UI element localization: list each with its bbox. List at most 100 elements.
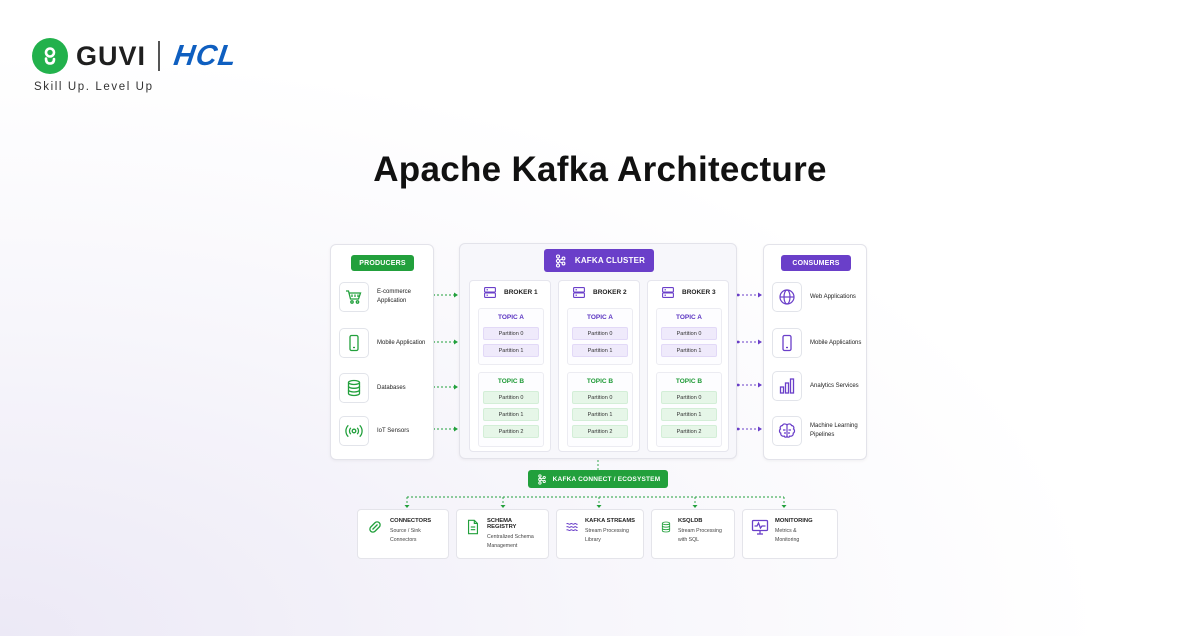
producer-label: IoT Sensors <box>377 427 410 434</box>
monitor-icon <box>751 519 769 535</box>
broker-name: BROKER 1 <box>504 288 538 296</box>
producer-label: Mobile Application <box>377 339 426 346</box>
topic-name: TOPIC B <box>586 378 614 385</box>
partition: Partition 0 <box>483 391 539 404</box>
producers-panel: PRODUCERS E-commerce Application Mobile … <box>330 244 434 460</box>
waves-icon <box>566 522 578 532</box>
producer-label: Databases <box>377 384 406 391</box>
globe-icon <box>772 282 802 312</box>
partition: Partition 0 <box>661 391 717 404</box>
mobile-phone-icon <box>772 328 802 358</box>
partition: Partition 1 <box>483 408 539 421</box>
broker-header: BROKER 1 <box>470 281 550 303</box>
consumer-item: Analytics Services <box>772 371 870 401</box>
topic-block: TOPIC A Partition 0 Partition 1 <box>656 308 722 365</box>
kafka-architecture-diagram: PRODUCERS E-commerce Application Mobile … <box>330 240 870 570</box>
shopping-cart-icon <box>339 282 369 312</box>
page-title: Apache Kafka Architecture <box>373 150 827 189</box>
ecosystem-desc: Stream Processing with SQL <box>678 528 722 543</box>
partition: Partition 0 <box>572 391 628 404</box>
ecosystem-desc: Stream Processing Library <box>585 528 629 543</box>
ecosystem-desc: Metrics & Monitoring <box>775 528 800 543</box>
consumer-label: Mobile Applications <box>810 339 862 346</box>
producer-item: E-commerce Application <box>339 282 437 312</box>
broker-name: BROKER 2 <box>593 288 627 296</box>
ecosystem-label: KAFKA CONNECT / ECOSYSTEM <box>528 470 668 488</box>
partition: Partition 1 <box>661 408 717 421</box>
producer-item: IoT Sensors <box>339 416 437 446</box>
partition: Partition 1 <box>483 344 539 357</box>
brain-icon <box>772 416 802 446</box>
topic-name: TOPIC B <box>497 378 525 385</box>
partition: Partition 1 <box>661 344 717 357</box>
consumer-label: Machine Learning Pipelines <box>810 423 858 438</box>
ecosystem-card: KAFKA STREAMS Stream Processing Library <box>556 509 644 559</box>
consumers-label: CONSUMERS <box>781 255 851 271</box>
topic-name: TOPIC B <box>675 378 703 385</box>
producers-label: PRODUCERS <box>351 255 414 271</box>
consumer-label: Analytics Services <box>810 382 859 389</box>
guvi-wordmark: GUVI <box>76 40 147 71</box>
broker-card: BROKER 2 TOPIC A Partition 0 Partition 1… <box>558 280 640 452</box>
bar-chart-icon <box>772 371 802 401</box>
ecosystem-card: KSQLDB Stream Processing with SQL <box>651 509 735 559</box>
broker-header: BROKER 2 <box>559 281 639 303</box>
consumer-label: Web Applications <box>810 293 856 300</box>
server-icon <box>573 286 585 298</box>
partition: Partition 0 <box>572 327 628 340</box>
topic-name: TOPIC A <box>586 314 613 321</box>
producer-item: Mobile Application <box>339 328 437 358</box>
topic-block: TOPIC B Partition 0 Partition 1 Partitio… <box>567 372 633 447</box>
partition: Partition 2 <box>483 425 539 438</box>
brand-tagline: Skill Up. Level Up <box>34 81 154 93</box>
brand-divider <box>158 41 160 71</box>
topic-block: TOPIC B Partition 0 Partition 1 Partitio… <box>478 372 544 447</box>
partition: Partition 1 <box>572 344 628 357</box>
ecosystem-title: MONITORING <box>775 518 813 524</box>
document-icon <box>467 519 479 535</box>
topic-block: TOPIC B Partition 0 Partition 1 Partitio… <box>656 372 722 447</box>
ecosystem-card: SCHEMA REGISTRY Centralized Schema Manag… <box>456 509 549 559</box>
consumers-panel: CONSUMERS Web Applications Mobile Applic… <box>763 244 867 460</box>
broker-name: BROKER 3 <box>682 288 716 296</box>
hcl-wordmark: HCL <box>171 39 239 72</box>
ecosystem-title: KAFKA STREAMS <box>585 518 636 524</box>
consumer-item: Web Applications <box>772 282 870 312</box>
ecosystem-card: MONITORING Metrics & Monitoring <box>742 509 838 559</box>
partition: Partition 2 <box>572 425 628 438</box>
ecosystem-title: CONNECTORS <box>390 518 432 524</box>
server-icon <box>662 286 674 298</box>
connector-lines <box>404 292 787 508</box>
topic-name: TOPIC A <box>675 314 702 321</box>
ecosystem-title: SCHEMA REGISTRY <box>487 518 517 530</box>
broker-card: BROKER 3 TOPIC A Partition 0 Partition 1… <box>647 280 729 452</box>
ecosystem-label-text: KAFKA CONNECT / ECOSYSTEM <box>552 475 661 483</box>
kafka-cluster-label-text: KAFKA CLUSTER <box>574 256 646 265</box>
mobile-phone-icon <box>339 328 369 358</box>
broker-header: BROKER 3 <box>648 281 728 303</box>
kafka-cluster-label: KAFKA CLUSTER <box>544 249 654 272</box>
sensor-icon <box>339 416 369 446</box>
ecosystem-title: KSQLDB <box>678 518 703 524</box>
brand-logos: GUVI HCL <box>32 38 239 74</box>
ecosystem-card: CONNECTORS Source / Sink Connectors <box>357 509 449 559</box>
kafka-logo-icon <box>537 473 546 485</box>
producer-label: E-commerce Application <box>377 289 412 304</box>
ecosystem-desc: Source / Sink Connectors <box>390 528 421 543</box>
ecosystem-desc: Centralized Schema Management <box>487 534 534 549</box>
partition: Partition 2 <box>661 425 717 438</box>
database-icon <box>661 521 671 533</box>
database-icon <box>339 373 369 403</box>
partition: Partition 1 <box>572 408 628 421</box>
guvi-logo-icon <box>32 38 68 74</box>
brand-header: GUVI HCL Skill Up. Level Up <box>32 38 239 93</box>
consumer-item: Mobile Applications <box>772 328 870 358</box>
kafka-cluster-panel: KAFKA CLUSTER BROKER 1 TOPIC A Partition… <box>459 243 737 459</box>
server-icon <box>484 286 496 298</box>
plug-icon <box>369 521 381 533</box>
producer-item: Databases <box>339 373 437 403</box>
topic-block: TOPIC A Partition 0 Partition 1 <box>567 308 633 365</box>
kafka-logo-icon <box>555 253 566 268</box>
topic-block: TOPIC A Partition 0 Partition 1 <box>478 308 544 365</box>
consumer-item: Machine Learning Pipelines <box>772 416 870 446</box>
